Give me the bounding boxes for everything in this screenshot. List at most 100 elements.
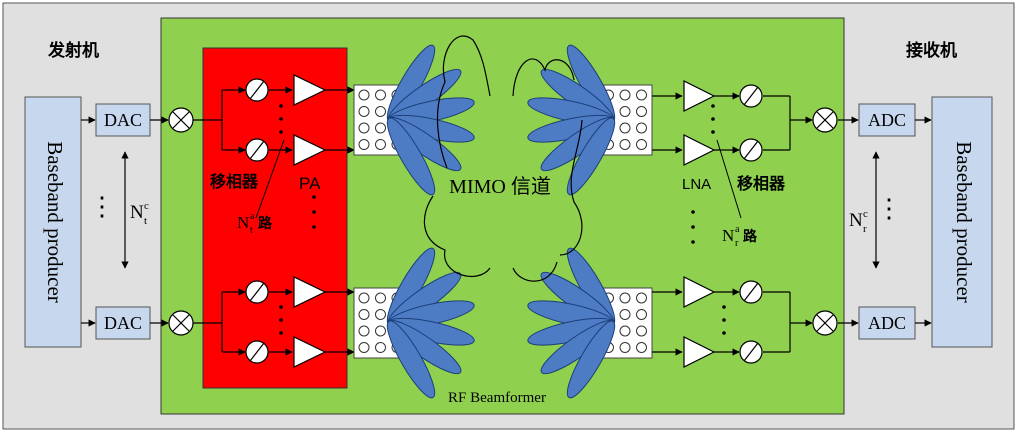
- rf-beamformer-label: RF Beamformer: [448, 390, 546, 406]
- antenna-element: [358, 325, 370, 337]
- lna-amplifier-icon: [683, 336, 716, 368]
- antenna-element: [358, 309, 370, 320]
- antenna-element: [375, 342, 386, 353]
- phase-shifter-icon: [245, 78, 269, 102]
- antenna-element: [636, 342, 647, 353]
- antenna-element: [375, 325, 386, 337]
- beam-lobe: [386, 320, 436, 399]
- phase-shifter-icon: [739, 280, 763, 304]
- svg-text:ADC: ADC: [868, 313, 906, 333]
- svg-text:N: N: [849, 210, 863, 231]
- svg-text:c: c: [144, 200, 149, 212]
- beam-lobes: [386, 44, 616, 399]
- svg-text:r: r: [863, 223, 867, 235]
- antenna-element: [375, 309, 386, 320]
- antenna-element: [358, 106, 370, 117]
- svg-text:t: t: [250, 225, 253, 236]
- antenna-element: [636, 139, 647, 150]
- rx-low-noise-amplifiers: [683, 80, 716, 368]
- svg-text:ADC: ADC: [868, 110, 906, 130]
- tx-power-amplifiers: [293, 74, 327, 368]
- mimo-channel-cloud: [423, 35, 583, 282]
- phase-shifter-icon: [739, 84, 763, 108]
- tx-beam-fan-bottom: [386, 247, 475, 399]
- phase-shifter-icon: [245, 280, 269, 304]
- antenna-element: [375, 292, 386, 304]
- antenna-element: [636, 122, 647, 134]
- tx-mixer-top: [168, 107, 194, 133]
- svg-text:N: N: [722, 226, 734, 245]
- antenna-element: [619, 89, 631, 101]
- antenna-element: [619, 106, 631, 117]
- antenna-element: [619, 342, 631, 353]
- antenna-element: [358, 342, 370, 353]
- antenna-element: [636, 325, 647, 337]
- nta-pointer: [255, 139, 285, 219]
- adc-bottom: ADC: [858, 306, 916, 340]
- phase-shifter-icon: [739, 340, 763, 364]
- tx-phase-shifters: [245, 78, 269, 364]
- baseband-links: [81, 116, 932, 327]
- rx-beam-fan-bottom: [527, 247, 616, 399]
- pa-amplifier-icon: [293, 276, 327, 308]
- tx-mixer-bottom: [168, 310, 194, 336]
- svg-text:a: a: [250, 211, 255, 222]
- svg-text:DAC: DAC: [104, 110, 142, 130]
- svg-text:t: t: [144, 215, 147, 227]
- phase-shifter-icon: [245, 340, 269, 364]
- lna-amplifier-icon: [683, 276, 716, 308]
- svg-text:N: N: [237, 213, 249, 232]
- pa-amplifier-icon: [293, 134, 327, 166]
- mimo-channel-label: MIMO 信道: [449, 175, 551, 198]
- dac-top: DAC: [95, 103, 151, 137]
- pa-label: PA: [299, 174, 321, 193]
- rx-phase-shifters: [739, 84, 763, 364]
- svg-text:r: r: [735, 238, 739, 249]
- antenna-element: [636, 292, 647, 304]
- tx-phase-shifter-label: 移相器: [210, 172, 259, 191]
- antenna-element: [619, 325, 631, 337]
- tx-baseband-producer: Baseband producer: [24, 96, 82, 348]
- svg-text:c: c: [863, 208, 868, 220]
- antenna-element: [619, 139, 631, 150]
- svg-text:a: a: [735, 224, 740, 235]
- receiver-label: 接收机: [906, 40, 957, 61]
- phase-shifter-icon: [739, 138, 763, 162]
- antenna-element: [636, 106, 647, 117]
- nta-label: N a t 路: [237, 211, 273, 236]
- rx-wiring: [652, 92, 813, 356]
- antenna-element: [619, 122, 631, 134]
- tx-branch-dots: [279, 104, 316, 335]
- lna-amplifier-icon: [683, 134, 716, 166]
- beam-lobe: [386, 117, 436, 196]
- nrc-label: N c r: [849, 208, 868, 235]
- antenna-element: [358, 89, 370, 101]
- rx-baseband-ellipsis: ⋮: [876, 194, 902, 223]
- tx-phase-shifter-block: [202, 47, 348, 389]
- phase-shifter-icon: [245, 138, 269, 162]
- rx-mixer-top: [812, 107, 838, 133]
- antenna-element: [375, 139, 386, 150]
- antenna-element: [375, 106, 386, 117]
- rx-beam-fan-top: [527, 44, 616, 196]
- nra-label: N a r 路: [722, 224, 758, 249]
- tx-baseband-ellipsis: ⋮: [89, 192, 115, 221]
- pa-amplifier-icon: [293, 336, 327, 368]
- chain-count-arrows: [121, 151, 880, 269]
- rx-branch-dots: [691, 104, 726, 335]
- svg-text:DAC: DAC: [104, 313, 142, 333]
- transmitter-label: 发射机: [47, 40, 99, 61]
- pa-amplifier-icon: [293, 74, 327, 106]
- antenna-element: [358, 139, 370, 150]
- svg-text:路: 路: [743, 228, 758, 245]
- svg-text:路: 路: [258, 215, 273, 232]
- antenna-element: [636, 89, 647, 101]
- rx-mixer-bottom: [812, 310, 838, 336]
- dac-bottom: DAC: [95, 306, 151, 340]
- ntc-label: N c t: [130, 200, 149, 227]
- rx-baseband-label: Baseband producer: [952, 141, 976, 303]
- antenna-element: [358, 292, 370, 304]
- svg-text:N: N: [130, 202, 144, 223]
- antenna-element: [358, 122, 370, 134]
